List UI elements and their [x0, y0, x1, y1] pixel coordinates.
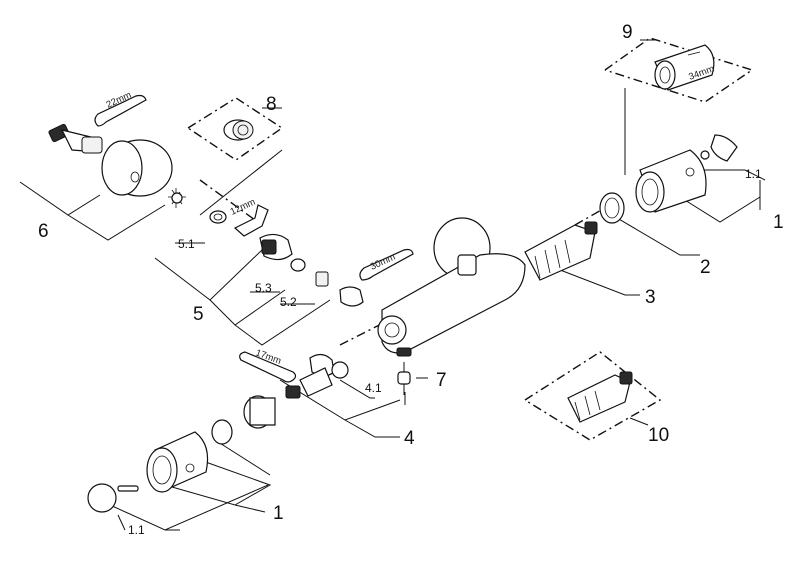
- label-8: 8: [266, 94, 277, 115]
- label-1-bottom: 1: [273, 503, 284, 524]
- spare-handle-part: [654, 44, 715, 91]
- spare-cartridge-part: [567, 371, 633, 423]
- wall-connection-part: [48, 123, 186, 208]
- left-handle: [87, 431, 209, 513]
- wrench-30mm: 30mm: [359, 248, 414, 281]
- label-4: 4: [404, 428, 415, 449]
- label-6: 6: [38, 221, 49, 242]
- wrench-22mm: 22mm: [94, 90, 147, 127]
- label-1-1-right: 1.1: [745, 167, 762, 181]
- thermostatic-cartridge: [524, 221, 598, 281]
- ring-part: [599, 192, 625, 224]
- position-labels: 1 1.1 2 3 4 4.1 5 5.1 5.2 5.3 6 7 8 9 10…: [38, 22, 784, 537]
- label-10: 10: [648, 425, 669, 446]
- label-1-right: 1: [773, 212, 784, 233]
- connection-kit-part: [209, 210, 364, 307]
- label-4-1: 4.1: [365, 381, 382, 395]
- label-5-3: 5.3: [255, 281, 272, 295]
- wrench-12mm-label: 12mm: [229, 197, 258, 218]
- label-7: 7: [436, 370, 447, 391]
- label-5-1: 5.1: [178, 237, 195, 251]
- label-5-2: 5.2: [280, 295, 297, 309]
- leader-lines: [19, 37, 766, 531]
- label-9: 9: [622, 22, 633, 43]
- label-1-1-bottom: 1.1: [128, 523, 145, 537]
- label-5: 5: [193, 304, 204, 325]
- wrench-12mm: 12mm: [229, 197, 269, 237]
- label-3: 3: [645, 287, 656, 308]
- label-2: 2: [700, 257, 711, 278]
- adapter-nut-part: [223, 119, 254, 141]
- lower-connection-part: [211, 353, 349, 445]
- mixer-body: [377, 217, 526, 385]
- wrench-17mm: 17mm: [239, 347, 297, 383]
- right-handle: [635, 134, 738, 213]
